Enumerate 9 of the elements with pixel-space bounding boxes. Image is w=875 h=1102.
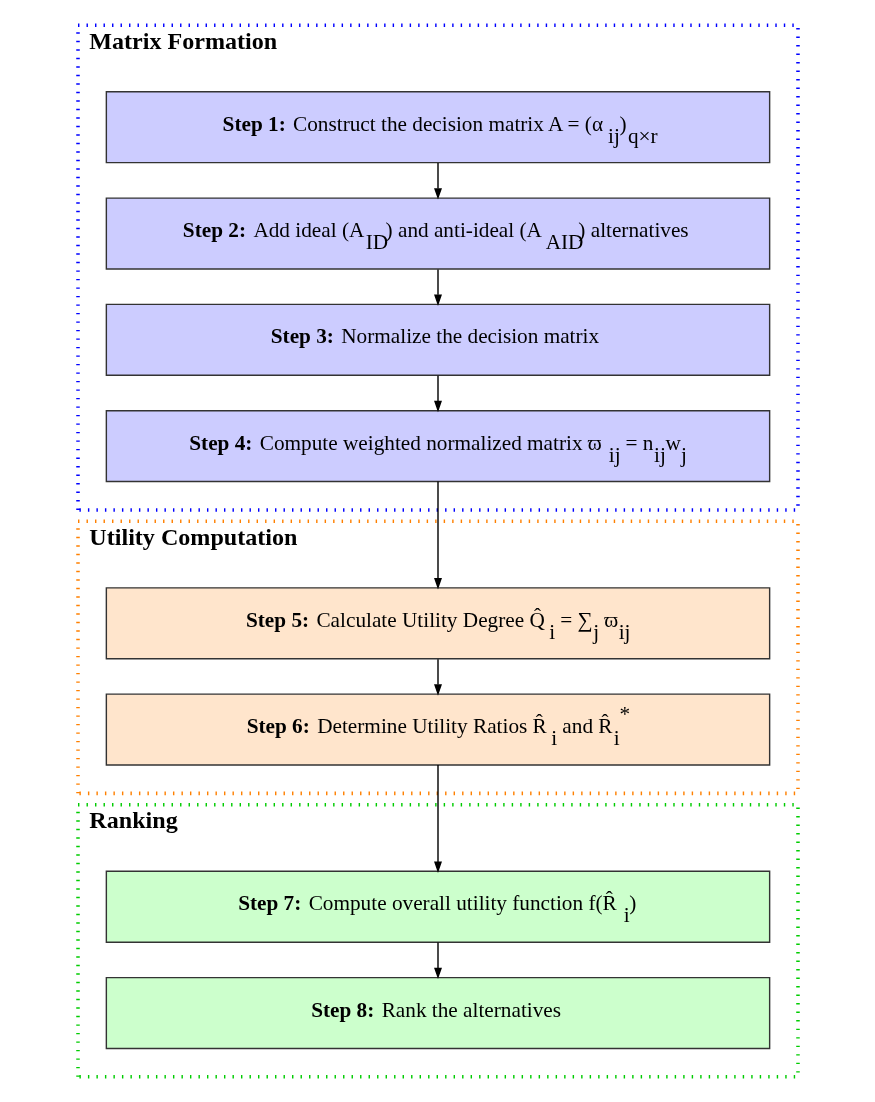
arrow: [433, 162, 442, 200]
arrow: [433, 375, 442, 413]
arrow: [433, 658, 442, 696]
node-box: Step 3: Normalize the decision matrix: [105, 303, 770, 376]
arrow: [433, 764, 442, 873]
arrow: [433, 480, 442, 590]
arrow: [433, 268, 442, 306]
node-box: Step 8: Rank the alternatives: [105, 976, 770, 1050]
arrow: [433, 941, 442, 980]
